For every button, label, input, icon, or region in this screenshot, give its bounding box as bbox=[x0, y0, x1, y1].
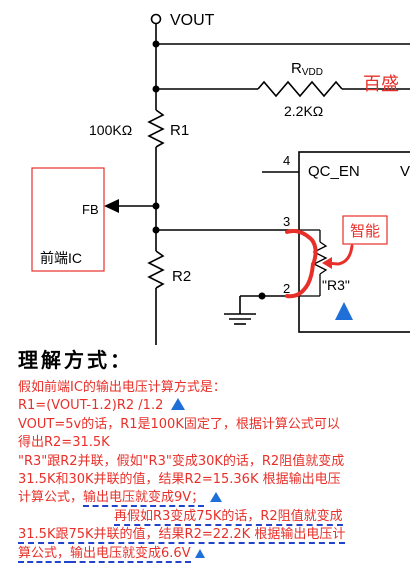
pin3-number: 3 bbox=[283, 214, 290, 229]
blue-marker-icon bbox=[335, 302, 353, 320]
corner-text: 百盛 bbox=[363, 74, 399, 95]
result-9v: 输出电压就变成9V； bbox=[83, 490, 205, 508]
smart-label: 智能 bbox=[350, 222, 380, 240]
blue-marker-icon bbox=[210, 492, 223, 503]
note-line: 假如前端IC的输出电压计算方式是： bbox=[18, 380, 226, 395]
note-line: 计算公式，输出电压就变成9V； bbox=[18, 489, 408, 508]
front-ic-label: 前端IC bbox=[40, 250, 82, 266]
pin2-number: 2 bbox=[283, 281, 290, 296]
rvdd-value: 2.2KΩ bbox=[284, 103, 323, 119]
r3-resistor bbox=[312, 241, 328, 275]
pin2-highlight bbox=[285, 262, 315, 299]
note-line: 得出R2=31.5K bbox=[18, 435, 110, 451]
note-line: R1=(VOUT-1.2)R2 /1.2 bbox=[18, 397, 408, 415]
rvdd-name: RVDD bbox=[291, 60, 323, 78]
circuit-schematic: VOUT RVDD 2.2KΩ 百盛 100KΩ R1 FB 前端IC R2 4… bbox=[31, 12, 410, 345]
r1-value: 100KΩ bbox=[89, 122, 132, 138]
r2-resistor bbox=[147, 250, 165, 289]
note-line: "R3"跟R2并联，假如"R3"变成30K的话，R2阻值就变成 bbox=[18, 453, 345, 469]
smart-arrow bbox=[324, 244, 354, 266]
result-6v6: 输出电压就变成6.6V bbox=[70, 545, 191, 563]
explanation-notes: 假如前端IC的输出电压计算方式是： R1=(VOUT-1.2)R2 /1.2 V… bbox=[18, 379, 408, 563]
pin4-number: 4 bbox=[283, 153, 290, 168]
vout-label: VOUT bbox=[170, 12, 215, 29]
rvdd-resistor bbox=[257, 80, 343, 98]
ground-symbol bbox=[224, 313, 256, 325]
r2-name: R2 bbox=[172, 268, 191, 285]
note-line: 31.5K跟75K并联的值，结果R2=22.2K 根据输出电压计 bbox=[18, 527, 346, 545]
blue-marker-icon bbox=[171, 398, 186, 411]
r1-resistor bbox=[147, 109, 165, 148]
note-line: VOUT=5v的话，R1是100K固定了，根据计算公式可以 bbox=[18, 416, 340, 432]
pin3-highlight bbox=[285, 229, 318, 264]
blue-marker-icon bbox=[194, 548, 205, 558]
fb-arrow bbox=[104, 199, 119, 213]
explanation-heading: 理解方式： bbox=[18, 348, 133, 372]
smart-arrow-head bbox=[322, 257, 332, 269]
vout-terminal bbox=[150, 13, 162, 25]
note-line: 再假如R3变成75K的话，R2阻值就变成 bbox=[114, 508, 343, 526]
r1-name: R1 bbox=[170, 122, 189, 139]
note-line: 31.5K和30K并联的值，结果R2=15.36K 根据输出电压 bbox=[18, 471, 341, 487]
r3-label: "R3" bbox=[322, 277, 350, 293]
controller-chip bbox=[298, 151, 410, 333]
note-line: 算公式，输出电压就变成6.6V bbox=[18, 545, 408, 563]
fb-label: FB bbox=[82, 202, 99, 217]
qc-en-label: QC_EN bbox=[308, 163, 360, 180]
chip-edge-letter: V bbox=[400, 163, 410, 180]
junction-dot bbox=[152, 226, 160, 234]
front-ic-box bbox=[31, 167, 105, 272]
smart-label-box bbox=[342, 215, 388, 245]
